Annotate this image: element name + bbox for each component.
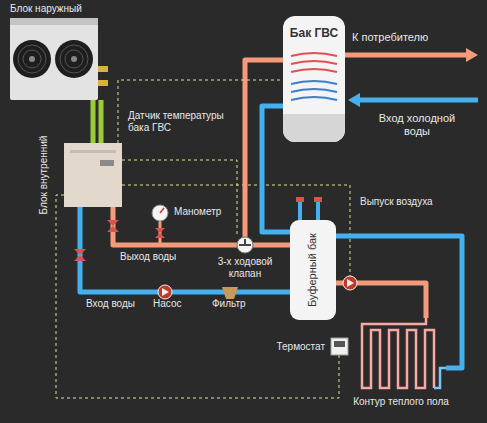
outdoor-unit: Блок наружный bbox=[10, 18, 98, 100]
fan-hub bbox=[71, 56, 77, 62]
thermostat-symbol bbox=[331, 338, 348, 355]
node-label: Термостат bbox=[277, 341, 326, 353]
dhw-tank: Бак ГВС bbox=[283, 16, 345, 142]
valve-symbol bbox=[155, 233, 165, 238]
unit-cap bbox=[10, 18, 98, 25]
thermostat-screen bbox=[334, 341, 345, 347]
air-vent-cap bbox=[296, 197, 304, 202]
node-label: Блок внутренний bbox=[38, 136, 50, 215]
heat-coil bbox=[291, 81, 337, 100]
heat-coil bbox=[291, 53, 337, 72]
cold-water-inlet bbox=[360, 98, 478, 103]
pump-arrow bbox=[162, 288, 169, 296]
return-pipe bbox=[80, 207, 290, 292]
edge-group bbox=[56, 60, 462, 398]
gauge-needle bbox=[160, 208, 164, 213]
valve-symbol bbox=[155, 228, 165, 233]
pipe-fitting bbox=[98, 80, 108, 86]
buffer-tank-body bbox=[290, 197, 336, 320]
air-vent-cap bbox=[314, 197, 322, 202]
pump-label: Насос bbox=[153, 298, 181, 310]
refrigerant-pipe bbox=[99, 100, 104, 143]
node-label: Контур теплого пола bbox=[353, 396, 449, 408]
node-label: 3-х ходовой клапан bbox=[209, 256, 281, 280]
node-label: Буферный бак bbox=[306, 233, 319, 307]
fan-grille bbox=[60, 45, 88, 73]
outlet-label: К потребителю bbox=[352, 31, 428, 44]
tank-shell bbox=[290, 220, 336, 320]
control-wire bbox=[118, 80, 283, 143]
gauge-label: Манометр bbox=[174, 206, 221, 218]
thermostat: Термостат bbox=[331, 338, 348, 355]
supply-pipe bbox=[253, 243, 290, 248]
valve-symbol bbox=[74, 255, 86, 261]
air-vent-pipe bbox=[298, 200, 302, 220]
vent-label: Выпуск воздуха bbox=[360, 196, 433, 208]
pump-arrow bbox=[347, 279, 354, 287]
pressure-gauge bbox=[152, 205, 168, 221]
supply-pipe bbox=[113, 207, 237, 245]
three-way-valve-symbol bbox=[237, 237, 253, 253]
return-pipe bbox=[262, 106, 290, 232]
indoor-unit: Блок внутренний bbox=[64, 143, 122, 207]
fan-grille bbox=[65, 50, 83, 68]
indoor-unit-body bbox=[64, 143, 122, 207]
floor-heating-loop: Контур теплого пола bbox=[356, 318, 446, 392]
fan-grille bbox=[18, 45, 46, 73]
valve-symbol bbox=[107, 226, 119, 232]
control-wire bbox=[122, 160, 237, 237]
node-label: Блок наружный bbox=[10, 3, 82, 15]
buffer-tank: Буферный бак bbox=[290, 220, 336, 320]
dhw-tank-body bbox=[283, 16, 345, 142]
unit-display bbox=[100, 160, 114, 166]
inlet-label: Вход холодной воды bbox=[372, 112, 462, 138]
filter-label: Фильтр bbox=[212, 298, 246, 310]
arrow-head bbox=[348, 93, 360, 107]
floor-coil bbox=[362, 318, 434, 388]
hot-water-outlet bbox=[345, 53, 466, 58]
return-pipe bbox=[336, 236, 462, 368]
unit-trim bbox=[70, 150, 116, 153]
control-wire bbox=[56, 195, 339, 398]
three-way-valve-mark bbox=[239, 239, 251, 245]
valve-symbol bbox=[107, 220, 119, 226]
valve-symbol bbox=[74, 249, 86, 255]
pump-symbol bbox=[158, 285, 172, 299]
fan-grille bbox=[23, 50, 41, 68]
fan bbox=[55, 40, 93, 78]
tank-base bbox=[283, 118, 345, 142]
unit-casing bbox=[64, 143, 122, 207]
tank-shell bbox=[283, 16, 345, 142]
pipe-label: Выход воды bbox=[120, 251, 176, 263]
fan bbox=[13, 40, 51, 78]
pipe-label: Вход воды bbox=[86, 298, 135, 310]
sensor-label: Датчик температуры бака ГВС bbox=[128, 110, 233, 134]
outdoor-unit-body bbox=[10, 18, 108, 100]
three-way-valve: 3-х ходовой клапан bbox=[237, 237, 253, 253]
arrow-head bbox=[466, 48, 478, 62]
fan-hub bbox=[29, 56, 35, 62]
pump-symbol bbox=[343, 276, 357, 290]
node-label: Бак ГВС bbox=[290, 26, 338, 40]
air-vent-pipe bbox=[316, 200, 320, 220]
filter-symbol bbox=[222, 287, 238, 299]
floor-coil-return bbox=[434, 368, 446, 388]
refrigerant-pipe bbox=[91, 100, 96, 143]
pipe-fitting bbox=[98, 66, 108, 72]
unit-casing bbox=[10, 18, 98, 100]
